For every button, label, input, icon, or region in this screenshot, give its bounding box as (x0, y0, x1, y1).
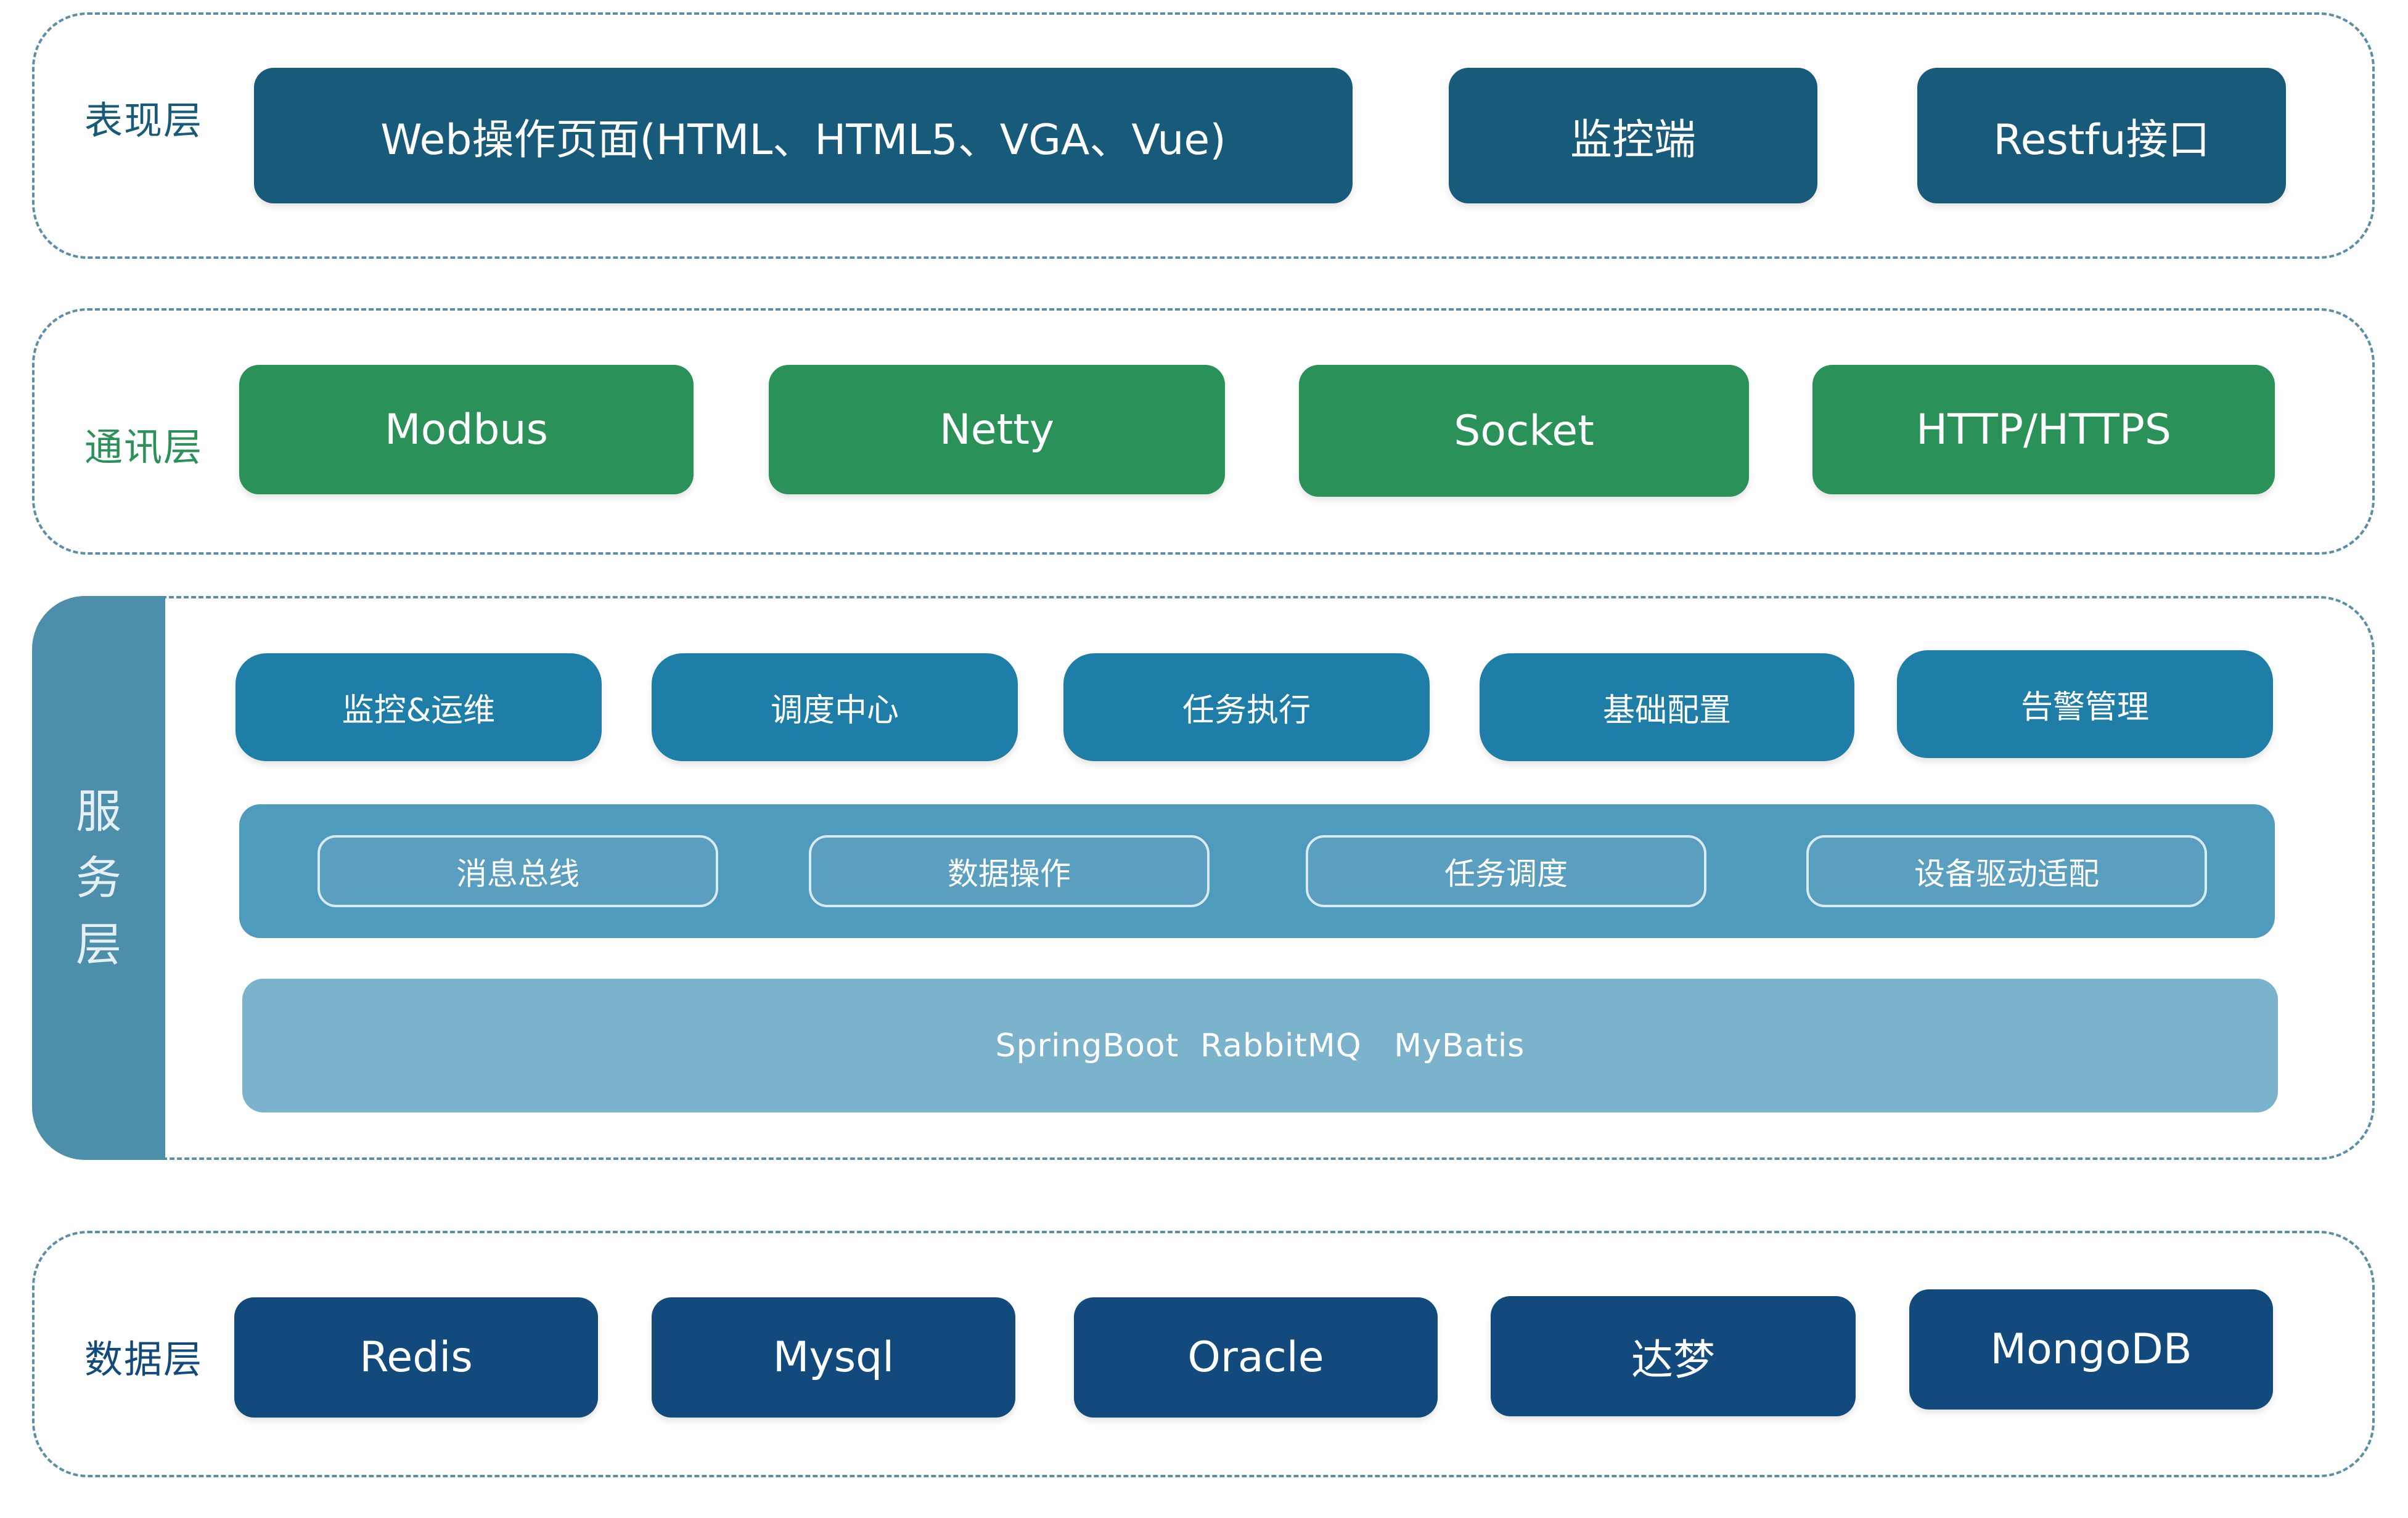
module-monitoring-ops: 监控&运维 (235, 653, 602, 761)
tech-stack-label: SpringBoot RabbitMQ MyBatis (995, 1027, 1525, 1064)
dameng-box: 达梦 (1491, 1296, 1856, 1416)
web-ui-box: Web操作页面(HTML、HTML5、VGA、Vue) (254, 68, 1353, 203)
http-https-box: HTTP/HTTPS (1812, 365, 2275, 494)
redis-box: Redis (234, 1297, 598, 1418)
service-label-char: 服 (76, 785, 121, 838)
service-label-char: 层 (76, 918, 121, 971)
core-message-bus: 消息总线 (317, 835, 718, 907)
presentation-layer (32, 12, 2375, 259)
service-layer-label: 服 务 层 (32, 596, 165, 1160)
service-label-char: 务 (76, 851, 121, 905)
restful-api-box: Restfu接口 (1917, 68, 2286, 203)
core-device-driver-adapter: 设备驱动适配 (1806, 835, 2207, 907)
module-basic-config: 基础配置 (1480, 653, 1854, 761)
module-task-execution: 任务执行 (1063, 653, 1430, 761)
monitor-client-box: 监控端 (1449, 68, 1817, 203)
core-data-operation: 数据操作 (809, 835, 1210, 907)
data-layer (32, 1231, 2375, 1477)
core-task-scheduling: 任务调度 (1306, 835, 1706, 907)
communication-layer-label: 通讯层 (84, 425, 203, 470)
oracle-box: Oracle (1074, 1297, 1438, 1418)
module-scheduling-center: 调度中心 (652, 653, 1018, 761)
module-alarm-management: 告警管理 (1897, 650, 2273, 758)
mongodb-box: MongoDB (1909, 1289, 2273, 1410)
socket-box: Socket (1299, 365, 1749, 497)
tech-stack-band (242, 979, 2278, 1112)
presentation-layer-label: 表现层 (84, 98, 203, 143)
modbus-box: Modbus (239, 365, 694, 494)
data-layer-label: 数据层 (84, 1337, 203, 1382)
communication-layer (32, 308, 2375, 555)
mysql-box: Mysql (652, 1297, 1015, 1418)
netty-box: Netty (769, 365, 1225, 494)
